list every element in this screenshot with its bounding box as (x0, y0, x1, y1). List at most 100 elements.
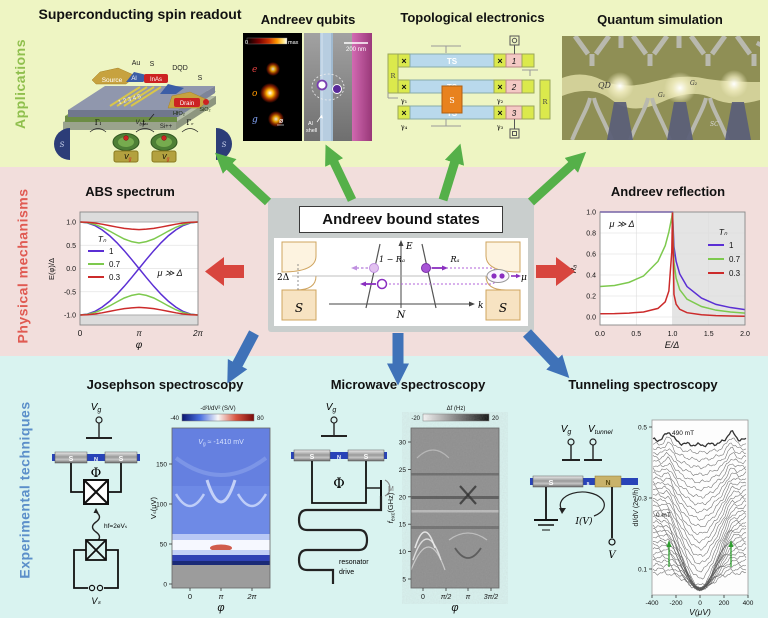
dispersion-right (421, 243, 437, 309)
trace (652, 467, 747, 499)
legend-label: 0.3 (109, 273, 121, 282)
s-left-dot-label: S (60, 141, 65, 149)
x-axis-label: V(μV) (689, 607, 711, 617)
resonator-drive-label-1: resonator (339, 559, 369, 566)
m-label: M (388, 486, 394, 493)
trace (652, 441, 747, 463)
drain-badge (174, 98, 200, 107)
tick-label: 20 (399, 494, 407, 501)
junction-x: × (497, 56, 502, 66)
k-axis-label: k (478, 301, 483, 311)
band-techniques (0, 356, 768, 618)
trace (652, 481, 747, 521)
trace (652, 484, 747, 528)
trace (652, 515, 747, 585)
qubit-circle-right (332, 84, 342, 94)
s-right-label: S (198, 75, 203, 82)
nanowire-rod (291, 452, 387, 459)
inas-label: InAs (150, 77, 162, 83)
r-bar-left (387, 53, 399, 94)
n-label: N (337, 455, 341, 461)
microwave-circuit: Vg S N S Φ M resonator drive (291, 402, 394, 584)
legend-label: 0.7 (109, 260, 121, 269)
trace (652, 504, 747, 565)
electron-incident (421, 263, 431, 273)
gap-label: 2Δ (277, 273, 290, 283)
probe-symbol-top (509, 35, 520, 54)
colorbar-max: 80 (257, 416, 264, 422)
qd-label: QD (598, 81, 612, 90)
sem-structure (352, 33, 372, 141)
s-right-label: S (499, 301, 507, 315)
y-axis-label: Vₛ(μV) (149, 496, 158, 519)
band-label-experimental-techniques: Experimental techniques (16, 401, 33, 579)
tick-label: 0.5 (66, 243, 76, 250)
series-0.7 (79, 221, 199, 244)
n-label: N (605, 480, 610, 487)
al-shell-label-1: Al (308, 121, 313, 127)
sc-label: SC (710, 121, 719, 128)
peak-arrow-head (728, 540, 734, 547)
cooper-pair (486, 269, 510, 283)
tick-label: 1.0 (586, 210, 596, 217)
trace (652, 430, 747, 448)
junction-x: × (497, 108, 502, 118)
tick-label: 1.0 (668, 331, 678, 338)
tick-label: 0.0 (586, 315, 596, 322)
nanowire-sem-image: 200 nm Al shell (304, 33, 372, 141)
tick-label: -0.5 (64, 289, 76, 296)
one-minus-ra-label: 1 − Rₐ (379, 255, 405, 264)
tick-label: 0 (698, 600, 702, 607)
title-spin-readout: Superconducting spin readout (38, 6, 242, 22)
tick-label: π/2 (441, 594, 452, 601)
trace (652, 456, 747, 484)
series-1-negative (79, 267, 199, 316)
dqd-label: DQD (172, 65, 188, 72)
si-label: Si++ (160, 124, 173, 130)
y-axis-label: E(φ)/Δ (47, 258, 56, 280)
heatmap-image (410, 427, 500, 589)
s-left-label: S (295, 301, 303, 315)
tick-label: 1.5 (704, 331, 714, 338)
g1-label: G₁ (658, 92, 665, 99)
mu-label: μ (521, 273, 527, 283)
annotation-mu: μ ≫ Δ (156, 268, 182, 278)
trace (652, 436, 747, 455)
vg-left-label: Vg (124, 154, 132, 163)
trace (652, 493, 747, 544)
vg-label: Vg (91, 402, 102, 414)
phi-label: Φ (91, 466, 102, 481)
tick-label: 0 (78, 329, 83, 338)
superconductor-left (54, 128, 70, 160)
g2-label: G₂ (690, 80, 698, 87)
colorbar-max: 20 (492, 416, 499, 422)
gamma-l-label: Γₗ (95, 119, 102, 127)
qubit-circle-left (316, 79, 328, 91)
drain-label: Drain (180, 101, 194, 107)
al-label: Al (131, 76, 136, 82)
annotation-high-field: 490 mT (672, 430, 694, 437)
tick-label: 0 (163, 582, 167, 589)
gate-voltage-annotation: Vg ≈ -1410 mV (198, 439, 244, 448)
iv-label: I(V) (574, 516, 593, 527)
tick-label: 5 (402, 577, 406, 584)
r-left-label: R (391, 72, 397, 80)
s1-label: S (310, 454, 315, 461)
trace (652, 520, 747, 591)
n-probe-lead (594, 475, 622, 488)
colorbar-min: -20 (411, 416, 420, 422)
tick-label: π (218, 592, 224, 601)
nanowire-rod (530, 478, 638, 485)
island-number: 1 (512, 57, 516, 66)
resonator-meander (297, 496, 383, 584)
device-3d-schematic: Source Au Al InAs S DQD S 1 2 3 4 5 Drai… (63, 60, 216, 130)
current-arc (559, 491, 605, 517)
ra-label: Rₐ (449, 255, 459, 264)
superconductor-right (216, 128, 232, 160)
y-axis-label: Rₐ (569, 265, 578, 274)
tunneling-circuit: Vg Vtunnel S s N I(V) V (530, 424, 638, 561)
